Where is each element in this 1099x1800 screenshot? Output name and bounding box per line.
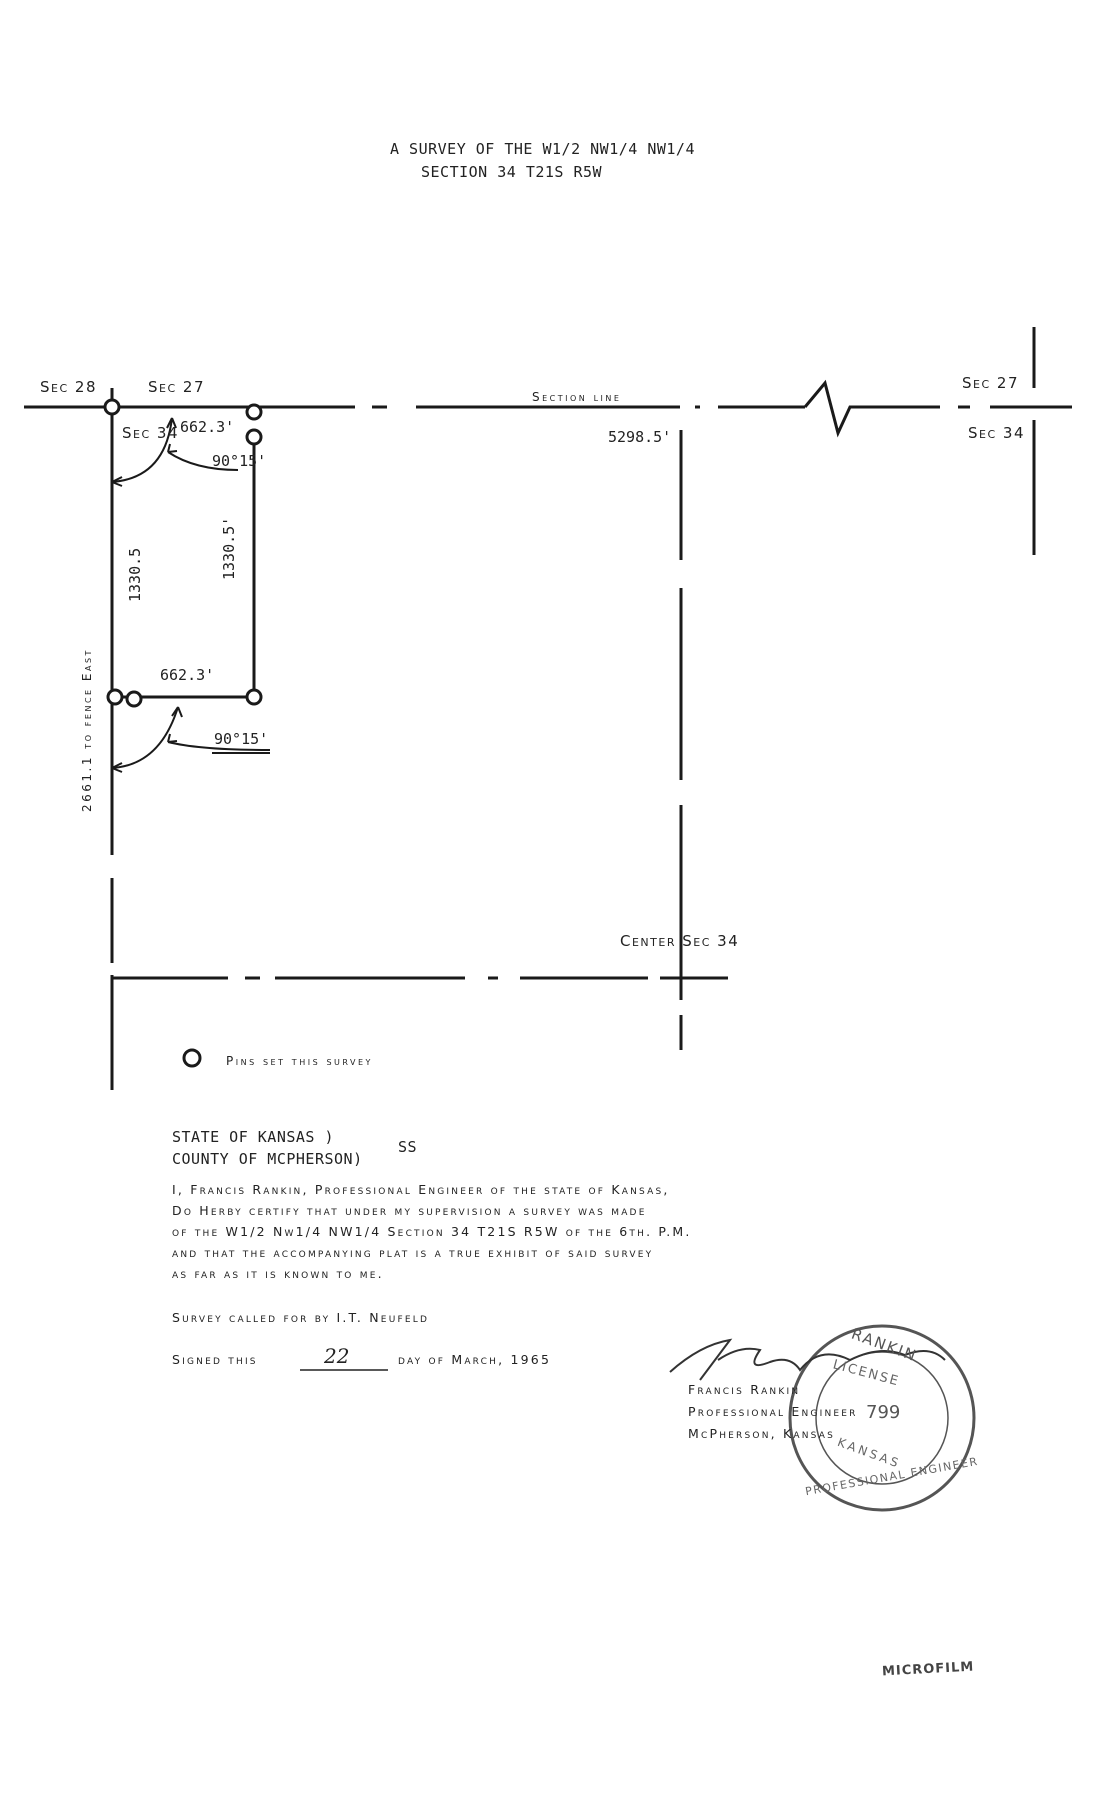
cert-line-1: I, Francis Rankin, Professional Engineer… bbox=[172, 1182, 670, 1197]
title-line-2: SECTION 34 T21S R5W bbox=[421, 163, 603, 181]
left-side-label: 1330.5 bbox=[126, 547, 144, 602]
sec34-inner-label: Sec 34 bbox=[122, 424, 180, 442]
sec27-right-label: Sec 27 bbox=[962, 374, 1020, 392]
fence-note-label: 2661.1 to fence East bbox=[80, 648, 94, 812]
handwritten-signature bbox=[669, 1338, 946, 1381]
pin-circle bbox=[245, 403, 263, 421]
section-line-label: Section line bbox=[532, 390, 622, 404]
signed-suffix: day of March, 1965 bbox=[398, 1352, 552, 1367]
pin-circle bbox=[125, 690, 143, 708]
legend-pin-circle bbox=[182, 1048, 202, 1068]
pin-circle bbox=[245, 688, 263, 706]
section-length-label: 5298.5' bbox=[608, 428, 672, 446]
angle-arc-top bbox=[111, 417, 173, 483]
engineer-location: McPherson, Kansas bbox=[688, 1426, 836, 1441]
bottom-width-label: 662.3' bbox=[160, 666, 215, 684]
sec27-left-label: Sec 27 bbox=[148, 378, 206, 396]
bottom-angle-label: 90°15' bbox=[214, 730, 269, 748]
state-line: STATE OF KANSAS ) bbox=[172, 1128, 335, 1146]
engineer-name: Francis Rankin bbox=[688, 1382, 801, 1397]
right-side-label: 1330.5' bbox=[220, 516, 238, 580]
legend-label: Pins set this survey bbox=[226, 1054, 373, 1068]
top-angle-label: 90°15' bbox=[212, 452, 267, 470]
engineer-title: Professional Engineer bbox=[688, 1404, 858, 1419]
break-symbol bbox=[803, 379, 940, 438]
angle-arc-bottom bbox=[111, 706, 179, 769]
survey-called-for: Survey called for by I.T. Neufeld bbox=[172, 1310, 430, 1325]
cert-line-4: and that the accompanying plat is a true… bbox=[172, 1245, 654, 1260]
pin-circle bbox=[106, 688, 124, 706]
ss-mark: SS bbox=[398, 1138, 418, 1156]
sec28-label: Sec 28 bbox=[40, 378, 98, 396]
seal-number-text: 799 bbox=[866, 1402, 901, 1423]
sec34-right-label: Sec 34 bbox=[968, 424, 1026, 442]
pin-circle bbox=[103, 398, 121, 416]
signed-prefix: Signed this bbox=[172, 1352, 258, 1367]
center-sec34-label: Center Sec 34 bbox=[620, 932, 740, 950]
cert-line-3: of the W1/2 Nw1/4 NW1/4 Section 34 T21S … bbox=[172, 1224, 692, 1239]
county-line: COUNTY OF MCPHERSON) bbox=[172, 1150, 363, 1168]
top-width-label: 662.3' bbox=[180, 418, 235, 436]
cert-line-2: Do Herby certify that under my supervisi… bbox=[172, 1203, 647, 1218]
cert-line-5: as far as it is known to me. bbox=[172, 1266, 384, 1281]
signed-day: 22 bbox=[324, 1344, 350, 1368]
pin-circle bbox=[245, 428, 263, 446]
title-line-1: A SURVEY OF THE W1/2 NW1/4 NW1/4 bbox=[390, 140, 695, 158]
